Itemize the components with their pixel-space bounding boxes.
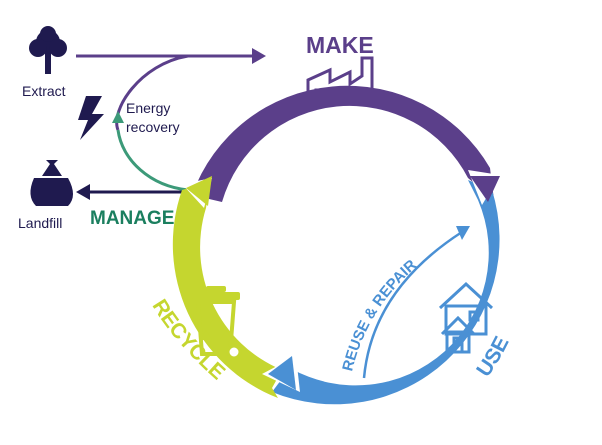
extract-label: Extract: [22, 83, 66, 99]
ring-arrow-make: [470, 176, 500, 202]
reuse-repair-label: REUSE & REPAIR: [339, 256, 420, 373]
ring-arrow-recycle: [186, 176, 212, 206]
energy-recovery-curve-teal: [116, 129, 189, 192]
factory-icon: [306, 56, 374, 106]
house-icon: [438, 281, 494, 354]
extract-arrowhead: [252, 48, 266, 64]
recycle-bin-icon: [192, 286, 242, 360]
reuse-repair-text: REUSE & REPAIR: [339, 256, 420, 373]
recycle-segment: [172, 182, 282, 398]
ring-arrow-use: [268, 356, 296, 390]
make-label: MAKE: [306, 32, 374, 58]
use-text: USE: [472, 333, 513, 381]
landfill-arrowhead: [76, 184, 90, 200]
tree-icon: [29, 26, 67, 74]
make-segment: [192, 85, 494, 202]
reuse-repair-arrow: [362, 230, 463, 379]
energy-recovery-arrowhead: [112, 111, 124, 123]
manage-label: MANAGE: [90, 208, 174, 229]
use-label: USE: [472, 333, 513, 381]
energy-recovery-label-line2: recovery: [126, 119, 180, 135]
reuse-repair-arrowhead: [456, 226, 470, 240]
energy-recovery-label-line1: Energy: [126, 100, 170, 116]
garbage-bag-icon: [30, 160, 74, 206]
landfill-label: Landfill: [18, 215, 62, 231]
lightning-icon: [78, 96, 104, 140]
